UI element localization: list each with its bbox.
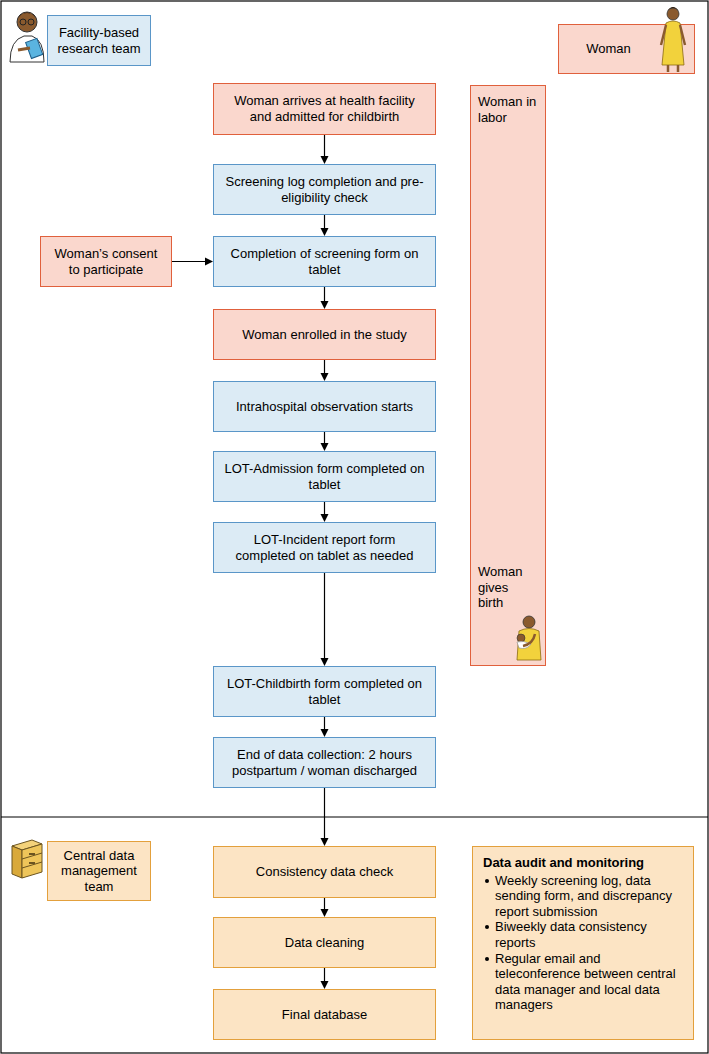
node-text: Completion of screening form on tablet <box>222 246 427 277</box>
bullet-text: Biweekly data consistency reports <box>483 919 683 950</box>
connector-line <box>324 502 325 515</box>
flow-arrow <box>321 788 329 846</box>
connector-line <box>324 788 325 839</box>
node-text: Woman gives birth <box>478 564 530 611</box>
process-box: End of data collection: 2 hours postpart… <box>213 737 436 788</box>
flow-arrow <box>321 432 329 451</box>
flow-arrow <box>321 502 329 522</box>
arrow-head <box>321 838 329 846</box>
node-text: Woman in labor <box>478 94 538 125</box>
flow-arrow <box>321 898 329 917</box>
connector-line <box>324 432 325 444</box>
node-text: Central data management team <box>56 848 142 895</box>
process-box: Intrahospital observation starts <box>213 381 436 432</box>
process-box: Screening log completion and pre-eligibi… <box>213 164 436 215</box>
section-divider <box>1 817 708 818</box>
event-box: Woman enrolled in the study <box>213 309 436 360</box>
arrow-head <box>321 443 329 451</box>
bullet-text: Weekly screening log, data sending form,… <box>483 873 683 920</box>
flow-arrow <box>321 215 329 236</box>
note-box: Data audit and monitoringWeekly screenin… <box>472 846 694 1040</box>
flow-arrow <box>321 573 329 666</box>
flow-arrow <box>172 258 213 266</box>
node-text: Woman enrolled in the study <box>242 327 407 343</box>
arrow-head <box>321 373 329 381</box>
bullet-dot <box>485 925 489 929</box>
connector-line <box>172 261 206 262</box>
event-box: Woman arrives at health facility and adm… <box>213 83 436 135</box>
process-box: Consistency data check <box>213 846 436 898</box>
arrow-head <box>321 301 329 309</box>
connector-line <box>324 968 325 982</box>
bullet-text: Regular email and teleconference between… <box>483 951 683 1013</box>
connector-line <box>324 898 325 910</box>
woman-icon <box>655 5 691 73</box>
node-text: Facility-based research team <box>56 25 142 56</box>
connector-line <box>324 287 325 302</box>
node-text: LOT-Incident report form completed on ta… <box>222 532 427 563</box>
arrow-head <box>321 228 329 236</box>
flow-arrow <box>321 968 329 989</box>
node-text: Final database <box>282 1007 367 1023</box>
bullet-dot <box>485 879 489 883</box>
team-label-box: Facility-based research team <box>47 15 151 66</box>
node-text: Woman’s consent to participate <box>49 246 163 277</box>
file-cabinet-icon <box>12 840 42 878</box>
arrow-head <box>321 156 329 164</box>
node-text: Woman <box>586 41 631 57</box>
connector-line <box>324 360 325 374</box>
node-text: Data cleaning <box>285 935 365 951</box>
process-box: Data cleaning <box>213 917 436 968</box>
arrow-head <box>321 729 329 737</box>
actor-box: Woman <box>558 24 695 74</box>
process-box: LOT-Incident report form completed on ta… <box>213 522 436 573</box>
flow-arrow <box>321 717 329 737</box>
mother-baby-icon <box>509 614 545 662</box>
arrow-head <box>321 514 329 522</box>
process-box: LOT-Childbirth form completed on tablet <box>213 666 436 717</box>
arrow-head <box>321 658 329 666</box>
process-box: LOT-Admission form completed on tablet <box>213 451 436 502</box>
connector-line <box>324 717 325 730</box>
team-label-box: Central data management team <box>47 841 151 902</box>
node-text: Consistency data check <box>256 864 393 880</box>
event-box: Woman’s consent to participate <box>40 236 172 287</box>
researcher-icon <box>10 12 44 62</box>
node-text: LOT-Childbirth form completed on tablet <box>222 676 427 707</box>
node-text: Woman arrives at health facility and adm… <box>222 93 427 124</box>
note-heading: Data audit and monitoring <box>483 855 683 871</box>
node-text: Screening log completion and pre-eligibi… <box>222 174 427 205</box>
node-text: LOT-Admission form completed on tablet <box>222 461 427 492</box>
arrow-head <box>321 981 329 989</box>
node-text: Intrahospital observation starts <box>236 399 413 415</box>
connector-line <box>324 573 325 659</box>
node-text: End of data collection: 2 hours postpart… <box>222 747 427 778</box>
arrow-head <box>321 909 329 917</box>
flow-arrow <box>321 360 329 381</box>
process-box: Final database <box>213 989 436 1040</box>
arrow-head <box>205 258 213 266</box>
flow-arrow <box>321 135 329 164</box>
connector-line <box>324 135 325 157</box>
connector-line <box>324 215 325 229</box>
timeline-band: Woman in laborWoman gives birth <box>470 85 546 666</box>
bullet-dot <box>485 957 489 961</box>
flow-arrow <box>321 287 329 309</box>
process-box: Completion of screening form on tablet <box>213 236 436 287</box>
